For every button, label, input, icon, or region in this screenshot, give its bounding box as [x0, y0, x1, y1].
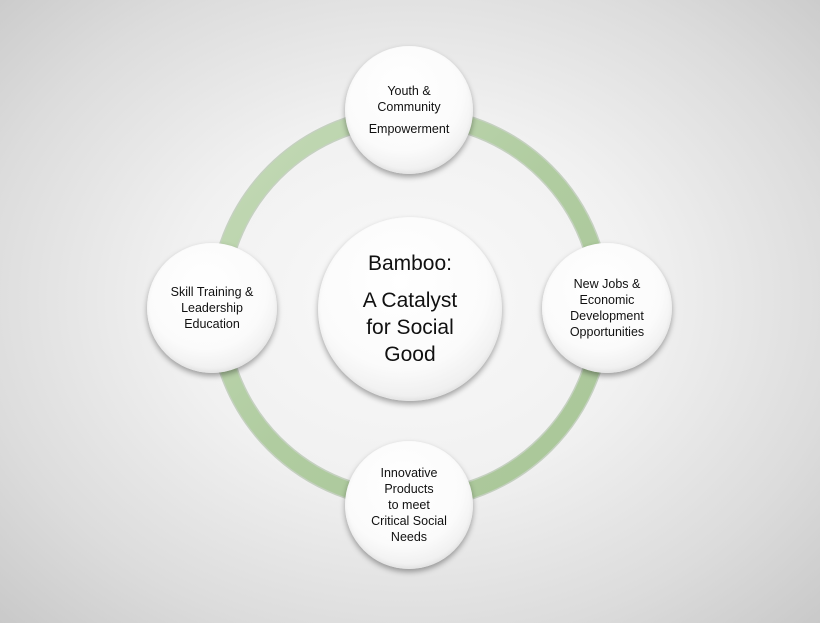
node-label-line: Innovative: [380, 466, 438, 480]
node-label-line: Needs: [390, 530, 428, 544]
center-title: Bamboo:: [367, 252, 453, 275]
node-new-jobs-economic-development: New Jobs & Economic Development Opportun…: [542, 243, 672, 373]
node-label-line: to meet: [388, 498, 430, 512]
center-circle: Bamboo: A Catalyst for Social Good: [318, 217, 502, 401]
node-innovative-products: Innovative Products to meet Critical Soc…: [345, 441, 473, 569]
center-subtitle-line: Good: [384, 343, 436, 366]
node-label-line: Youth &: [387, 84, 431, 98]
node-label-line: Skill Training &: [170, 285, 254, 299]
center-subtitle-line: A Catalyst: [362, 289, 458, 312]
node-label-line: Leadership: [181, 301, 243, 315]
node-youth-community-empowerment: Youth & Community Empowerment: [345, 46, 473, 174]
node-label-line: New Jobs &: [573, 277, 641, 291]
node-label-line: Empowerment: [368, 122, 450, 136]
node-label-line: Opportunities: [569, 325, 645, 339]
node-label-line: Economic: [579, 293, 635, 307]
node-label-line: Community: [377, 100, 441, 114]
node-label-line: Critical Social: [371, 514, 447, 528]
node-label-line: Products: [384, 482, 434, 496]
node-skill-training-leadership: Skill Training & Leadership Education: [147, 243, 277, 373]
center-subtitle-line: for Social: [366, 316, 454, 339]
node-label-line: Education: [184, 317, 240, 331]
node-label-line: Development: [570, 309, 644, 323]
